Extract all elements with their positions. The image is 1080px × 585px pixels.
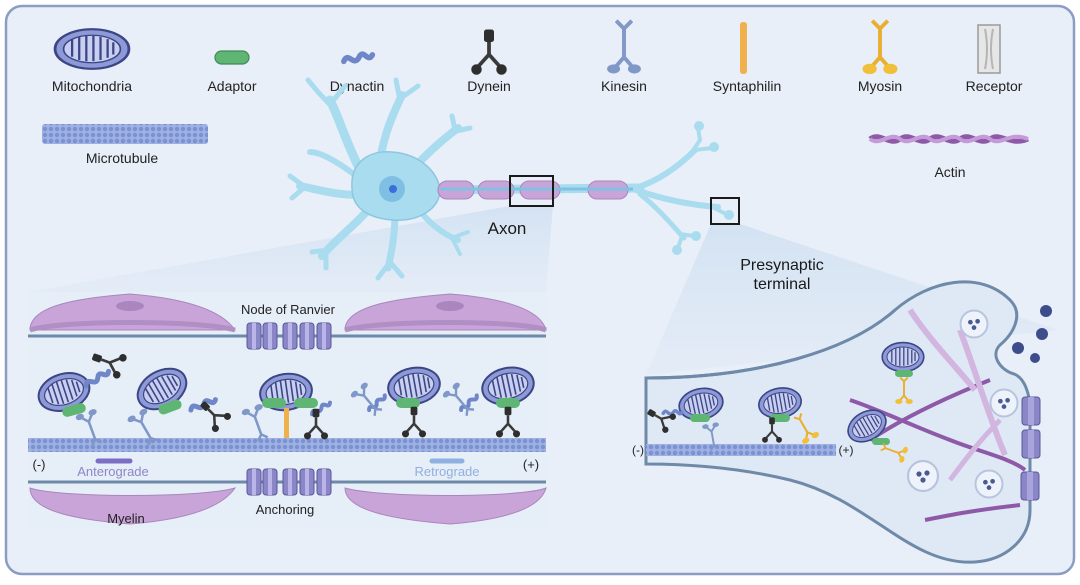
neuron: Axon (28, 77, 1058, 375)
adaptor-legend-label: Adaptor (207, 78, 256, 94)
terminal-myosin-mito-2 (841, 402, 910, 465)
actin-legend-label: Actin (934, 164, 965, 180)
syntaphilin-legend-label: Syntaphilin (713, 78, 782, 94)
terminal-microtubule (646, 444, 836, 456)
terminal-complex-2 (755, 383, 822, 447)
mitochondria-legend-label: Mitochondria (52, 78, 132, 94)
presynaptic-terminal-panel: (-) (+) (632, 257, 1052, 564)
axon-zoom-wedge (28, 206, 553, 292)
axon-label: Axon (488, 219, 527, 238)
axon-microtubule (28, 438, 546, 452)
node-of-ranvier-channels-top (246, 322, 332, 350)
terminal-receptors (1020, 396, 1041, 501)
myosin-legend-label: Myosin (858, 78, 902, 94)
transport-complex-3 (348, 362, 444, 439)
anchoring-label: Anchoring (256, 502, 315, 517)
presynaptic-label-line2: terminal (754, 276, 811, 293)
transport-complex-1 (32, 343, 130, 450)
anchored-complex (239, 369, 332, 445)
terminal-myosin-mito-1 (881, 341, 925, 406)
transport-complex-4 (440, 361, 539, 439)
axon-zoom-box (509, 175, 554, 207)
kinesin-legend-label: Kinesin (601, 78, 647, 94)
axon-boutons (672, 121, 734, 255)
terminal-minus-label: (-) (632, 443, 644, 457)
node-of-ranvier-label: Node of Ranvier (241, 302, 336, 317)
dynein-legend-label: Dynein (467, 78, 511, 94)
receptor-legend-icon (977, 24, 1001, 74)
top-myelin (29, 293, 547, 333)
axon-zoom-panel: Node of Ranvier (28, 292, 547, 528)
adaptor-legend-icon (214, 50, 250, 65)
transport-complex-2 (125, 359, 234, 450)
axon-terminal-branches (633, 126, 728, 250)
microtubule-legend-label: Microtubule (86, 150, 159, 166)
retrograde-label: Retrograde (414, 464, 479, 479)
plus-end-label: (+) (523, 457, 539, 472)
bottom-myelin (29, 487, 547, 525)
actin-legend-icon (868, 134, 1030, 144)
myelin-label: Myelin (107, 511, 145, 526)
minus-end-label: (-) (33, 457, 46, 472)
node-of-ranvier-channels-bottom (246, 468, 332, 496)
dendrites (287, 77, 473, 281)
microtubule-legend-icon (42, 124, 208, 144)
terminal-zoom-box (710, 197, 740, 225)
syntaphilin-legend-icon (740, 22, 747, 74)
terminal-complex-1 (641, 383, 727, 452)
legend: Mitochondria Adaptor Dynactin Dynein Kin… (42, 18, 1030, 180)
released-neurotransmitters (1012, 305, 1052, 363)
receptor-legend-label: Receptor (966, 78, 1023, 94)
mitochondria-legend-icon (53, 27, 131, 71)
anterograde-label: Anterograde (77, 464, 149, 479)
terminal-plus-label: (+) (839, 443, 854, 457)
presynaptic-label-line1: Presynaptic (740, 257, 824, 274)
